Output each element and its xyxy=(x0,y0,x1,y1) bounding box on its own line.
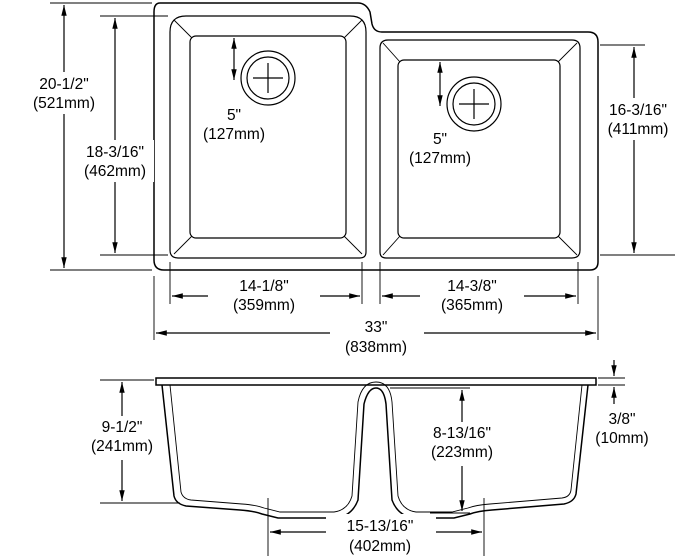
overall-depth-imperial: 20-1/2" xyxy=(39,76,88,93)
right-bowl-width-metric: (365mm) xyxy=(441,297,503,314)
rim-thickness-imperial: 3/8" xyxy=(608,411,635,428)
right-bowl-inner xyxy=(397,59,561,239)
right-bowl-depth-imperial: 16-3/16" xyxy=(609,102,667,119)
drain-spacing-metric: (402mm) xyxy=(349,538,411,555)
drain-spacing-imperial: 15-13/16" xyxy=(347,518,414,535)
overall-width-imperial: 33" xyxy=(365,319,388,336)
top-view: 20-1/2" (521mm) 18-3/16" (462mm) 16-3/16… xyxy=(20,2,680,360)
left-bowl-depth-metric: (462mm) xyxy=(84,163,146,180)
left-bowl-depth-imperial: 18-3/16" xyxy=(86,144,144,161)
left-bowl-width-imperial: 14-1/8" xyxy=(239,278,288,295)
right-bowl-corners xyxy=(382,42,578,256)
right-bowl-depth-metric: (411mm) xyxy=(608,121,669,138)
front-extension-lines xyxy=(100,377,625,556)
sink-rim xyxy=(155,377,597,386)
left-drain-offset-imperial: 5" xyxy=(227,107,241,124)
right-drain-offset-metric: (127mm) xyxy=(409,150,471,167)
left-bowl-corners xyxy=(173,19,363,255)
overall-height-imperial: 9-1/2" xyxy=(102,419,143,436)
overall-height-metric: (241mm) xyxy=(91,438,153,455)
right-bowl-width-imperial: 14-3/8" xyxy=(447,278,496,295)
sink-inner-profile xyxy=(169,381,583,513)
front-view: 9-1/2" (241mm) 8-13/16" (223mm) 3/8" (10… xyxy=(82,360,649,560)
left-drain-offset-metric: (127mm) xyxy=(203,126,265,143)
divider-height-imperial: 8-13/16" xyxy=(433,425,491,442)
sink-outer-outline xyxy=(153,2,599,271)
left-bowl-outer xyxy=(169,15,367,259)
left-drain xyxy=(240,50,296,106)
left-bowl-inner xyxy=(189,35,347,239)
rim-thickness-metric: (10mm) xyxy=(595,430,648,447)
right-bowl-outer xyxy=(379,39,581,259)
top-extension-lines xyxy=(50,2,675,340)
overall-depth-metric: (521mm) xyxy=(33,95,95,112)
right-drain xyxy=(446,76,502,132)
divider-height-metric: (223mm) xyxy=(431,444,493,461)
sink-outer-profile xyxy=(161,384,589,519)
right-drain-offset-imperial: 5" xyxy=(433,131,447,148)
overall-width-metric: (838mm) xyxy=(345,339,407,356)
left-bowl-width-metric: (359mm) xyxy=(233,297,295,314)
